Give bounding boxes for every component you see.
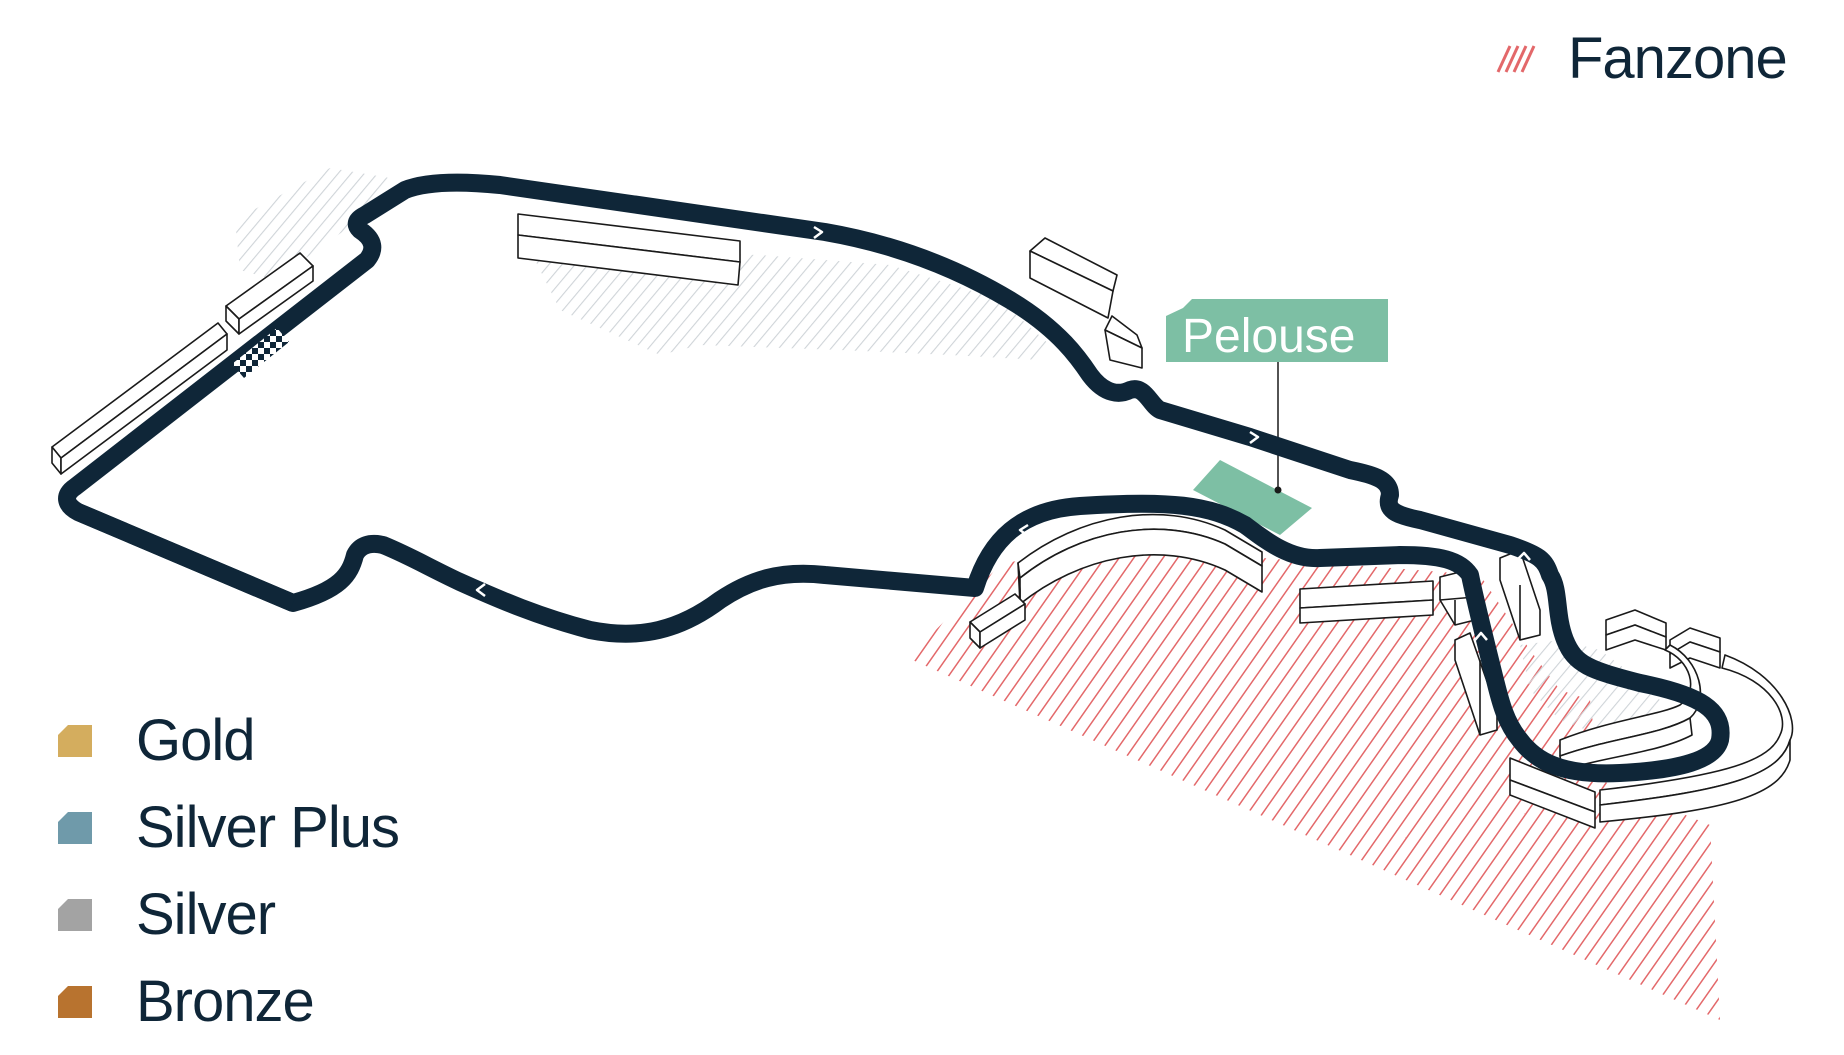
direction-arrow-icon [1474,631,1488,641]
legend-label-bronze: Bronze [136,969,314,1034]
legend-item-bronze: Bronze [58,969,315,1034]
grandstand-curved-center [1017,513,1263,605]
grandstand-right-2 [1669,627,1721,669]
pelouse-area[interactable] [1193,460,1312,535]
grandstand-small-left-fanzone [969,593,1026,649]
pelouse-label-box[interactable] [1166,299,1388,362]
bronze-swatch-icon [58,986,92,1018]
legend-item-silver: Silver [58,882,277,947]
fanzone-area [908,545,1720,1020]
grandstand-upper-curve-small [1104,315,1143,369]
pelouse-label: Pelouse [1182,310,1355,363]
ticket-legend: Gold Silver Plus Silver Bronze [58,708,400,1034]
direction-arrow-icon [813,225,824,239]
legend-item-gold: Gold [58,708,256,773]
fanzone-legend-label: Fanzone [1568,26,1787,91]
grandstand-right-1 [1605,609,1667,651]
grandstand-start [225,252,314,335]
start-finish-line [232,328,289,378]
pelouse-leader-dot [1274,486,1282,494]
fanzone-legend: Fanzone [1496,26,1788,91]
legend-item-silver-plus: Silver Plus [58,795,400,860]
fanzone-swatch-icon [1496,45,1536,73]
silver-plus-swatch-icon [58,812,92,844]
grandstands [51,213,1794,829]
pelouse-zone[interactable]: Pelouse [1166,299,1388,535]
grandstand-pelouse-right [1299,580,1434,624]
grey-hatch-areas [235,168,1660,740]
legend-label-silver: Silver [136,882,276,947]
direction-arrow-icon [1249,430,1260,444]
direction-arrow-icon [475,583,486,597]
race-track-inner-line [74,503,297,612]
grandstand-upper-curve [1029,237,1118,319]
grandstand-hairpin-outer [1599,654,1794,823]
grandstand-hairpin-inner [1559,644,1702,771]
gold-swatch-icon [58,725,92,757]
silver-swatch-icon [58,899,92,931]
direction-arrows [475,225,1531,641]
grandstand-hairpin-bottom [1509,757,1596,829]
legend-label-gold: Gold [136,708,255,773]
direction-arrow-icon [1516,551,1531,561]
grandstand-tall-3 [1454,632,1498,736]
grandstand-main-straight [51,322,228,475]
legend-label-silver-plus: Silver Plus [136,795,399,860]
grandstand-back-straight [517,213,741,286]
race-track [58,173,1730,783]
direction-arrow-icon [1018,523,1029,537]
